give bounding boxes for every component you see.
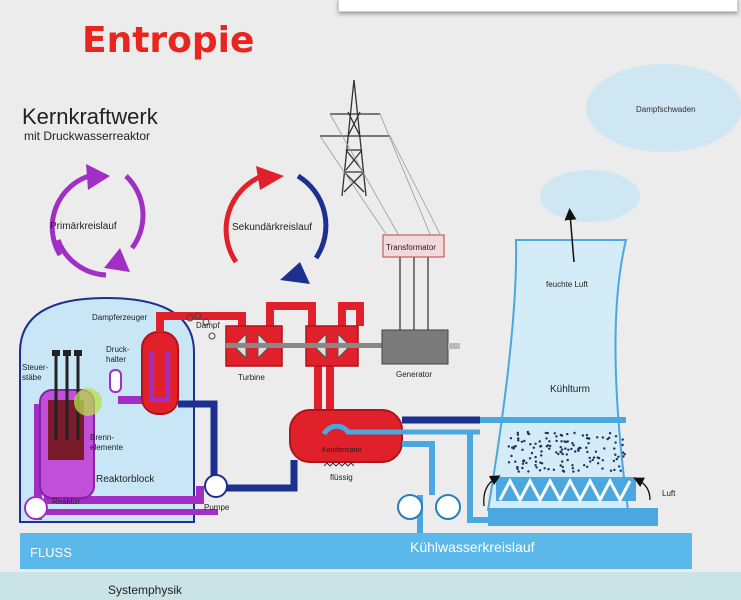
turbine-shaft (226, 343, 382, 348)
cursor-highlight (74, 388, 102, 416)
primary-cycle-label: Primärkreislauf (50, 221, 117, 232)
river-label: FLUSS (30, 545, 72, 560)
air-label: Luft (662, 489, 676, 498)
spray-droplets (507, 430, 626, 473)
cooling-coil (321, 423, 480, 436)
power-lines (319, 113, 441, 235)
secondary-cycle-label: Sekundärkreislauf (232, 222, 312, 233)
air-in-arrow-right (633, 477, 651, 501)
generator (381, 329, 449, 365)
liquid-label: flüssig (330, 473, 353, 482)
pump-label: Pumpe (204, 503, 230, 512)
transformer-label: Transformator (386, 243, 436, 252)
reactor-label: Reaktor (52, 497, 80, 506)
feedwater-pipes (178, 400, 480, 492)
transformer-wires (399, 257, 429, 330)
moist-air-label: feuchte Luft (546, 280, 589, 289)
pressurizer (109, 369, 122, 393)
reactor-block-label: Reaktorblock (96, 474, 155, 485)
primary-cycle-arrows (49, 164, 146, 278)
fuel-label-1: Brenn- (90, 433, 114, 442)
river (20, 533, 692, 569)
cooling-tower-label: Kühlturm (550, 384, 590, 395)
fill-lattice (496, 477, 636, 504)
control-rods-label-1: Steuer- (22, 363, 49, 372)
air-in-arrow-left (483, 475, 501, 507)
control-rods-label-2: stäbe (22, 373, 42, 382)
steam-label: Dampf (196, 321, 220, 330)
condenser-label: Kondensator (322, 447, 362, 454)
cooling-pump-1 (397, 494, 423, 520)
overlay-panel (338, 0, 738, 12)
diagram-subheading: mit Druckwasserreaktor (24, 129, 150, 143)
feed-pump (204, 474, 228, 498)
cooling-water-loop-label: Kühlwasserkreislauf (410, 539, 535, 555)
cooling-basin (488, 508, 658, 526)
turbine-label: Turbine (238, 373, 265, 382)
transmission-tower (320, 79, 390, 197)
diagram-heading: Kernkraftwerk (22, 104, 159, 129)
reactor-pump (24, 496, 48, 520)
liquid-symbol (323, 462, 355, 467)
pressurizer-label-2: halter (106, 355, 126, 364)
cooling-pump-2 (435, 494, 461, 520)
generator-label: Generator (396, 370, 432, 379)
steam-plume-label: Dampfschwaden (636, 105, 696, 114)
generator-shaft (448, 343, 460, 349)
pressurizer-label-1: Druck- (106, 345, 130, 354)
moist-air-arrow (564, 208, 577, 263)
steam-plume-cloud (586, 64, 741, 152)
footer-bar (0, 572, 741, 600)
steam-bubbles (186, 312, 216, 340)
secondary-cycle-arrows (223, 166, 329, 284)
condenser (289, 409, 403, 463)
footer-label: Systemphysik (108, 583, 183, 597)
steam-generator-label: Dampferzeuger (92, 313, 147, 322)
small-cloud (540, 170, 640, 222)
fuel-label-2: elemente (90, 443, 123, 452)
slide-title: Entropie (82, 20, 255, 61)
